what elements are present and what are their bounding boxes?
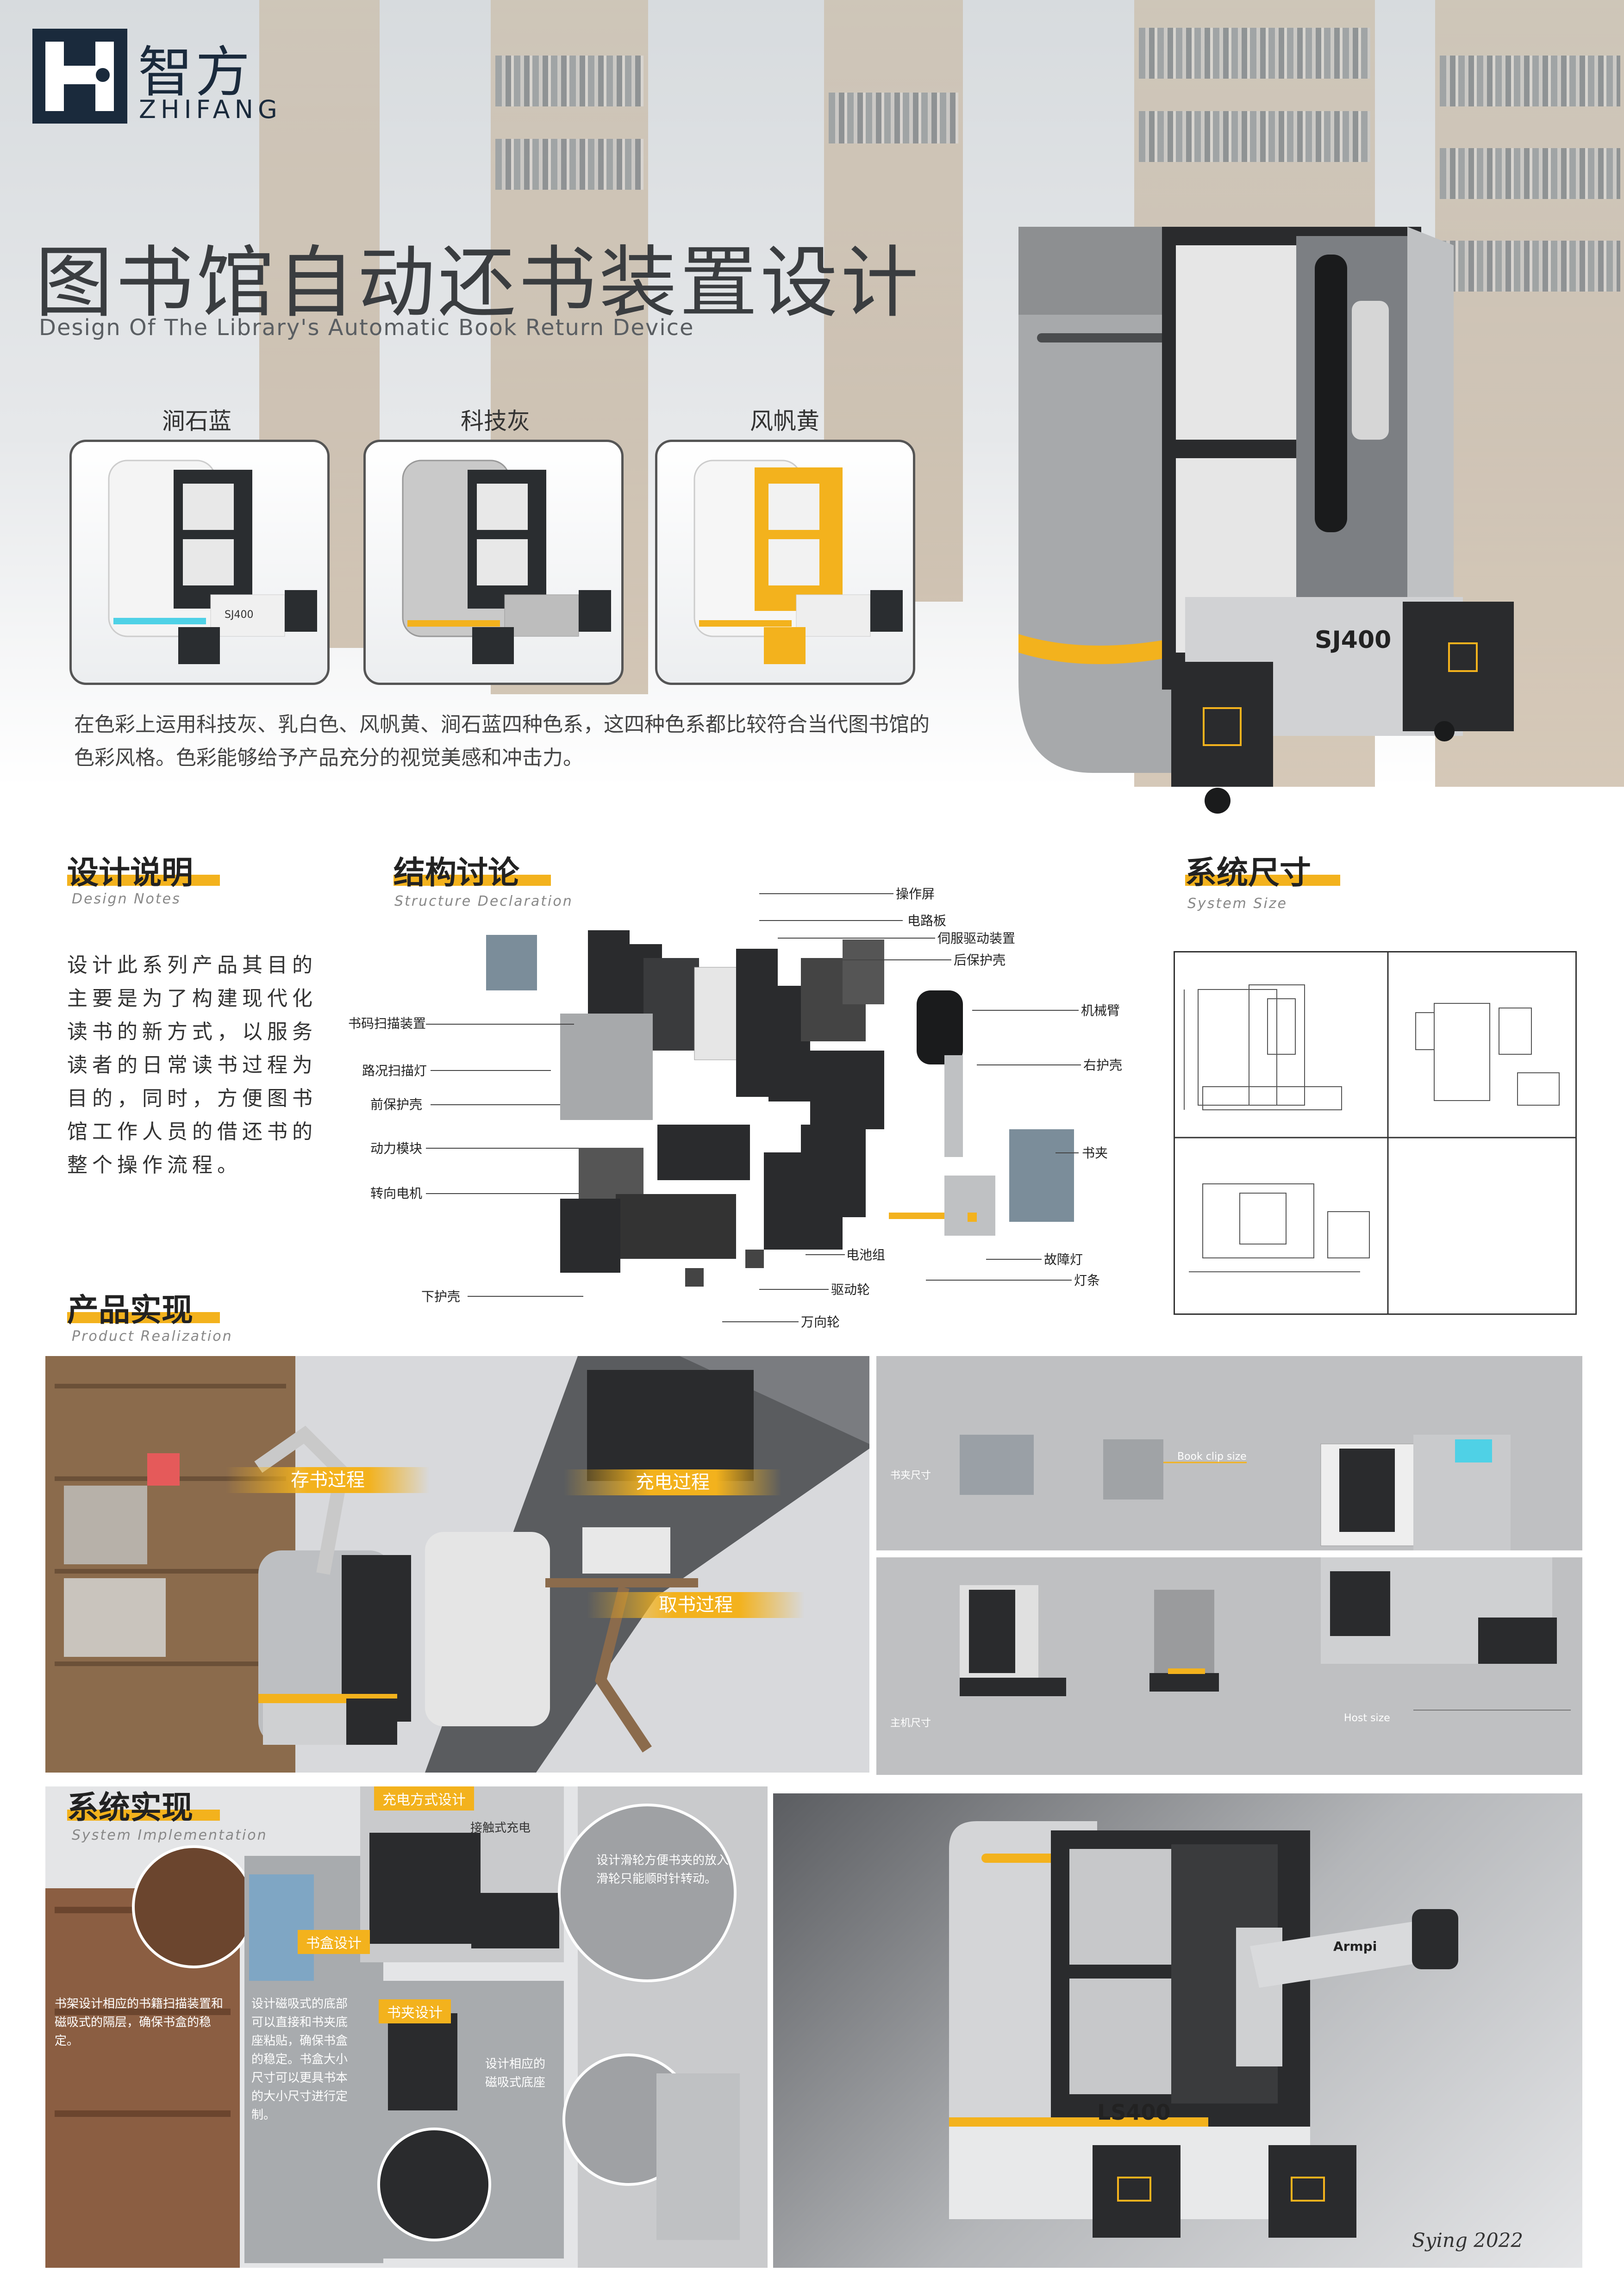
- wheel-note: 设计滑轮方便书夹的放入滑轮只能顺时针转动。: [596, 1854, 729, 1886]
- section-title-structure: 结构讨论: [394, 855, 520, 891]
- part-label: 路况扫描灯: [362, 1063, 427, 1078]
- shelf-note: 书架设计相应的书籍扫描装置和磁吸式的隔层，确保书盒的稳定。: [55, 1997, 224, 2048]
- variant-card-yellow[interactable]: [655, 440, 915, 685]
- box-title: 书盒设计: [298, 1930, 370, 1954]
- section-subtitle-system-implementation: System Implementation: [72, 1827, 268, 1843]
- part-label: 故障灯: [1044, 1252, 1083, 1267]
- ribbon-store: 存书过程: [226, 1467, 430, 1493]
- section-subtitle-product-realization: Product Realization: [72, 1328, 233, 1344]
- section-subtitle-design-notes: Design Notes: [72, 891, 181, 907]
- part-label: 灯条: [1074, 1273, 1100, 1288]
- page-subtitle: Design Of The Library's Automatic Book R…: [39, 315, 694, 341]
- page-title: 图书馆自动还书装置设计: [35, 237, 921, 328]
- box-note: 设计磁吸式的底部可以直接和书夹底座粘贴，确保书盒的稳定。书盒大小尺寸可以更具书本…: [251, 1997, 348, 2122]
- color-intro-text: 在色彩上运用科技灰、乳白色、风帆黄、涧石蓝四种色系，这四种色系都比较符合当代图书…: [74, 713, 930, 770]
- clip-title: 书夹设计: [379, 1999, 451, 2023]
- part-label: 前保护壳: [370, 1097, 423, 1112]
- part-label: 伺服驱动装置: [937, 931, 1016, 946]
- section-title-design-notes: 设计说明: [67, 855, 194, 891]
- variant-label-yellow: 风帆黄: [750, 408, 819, 435]
- ribbon-charge: 充电过程: [564, 1469, 781, 1495]
- section-subtitle-system-size: System Size: [1187, 896, 1287, 912]
- part-label: 下护壳: [421, 1289, 461, 1304]
- part-label: 转向电机: [370, 1186, 423, 1201]
- final-model-label: LS400: [1097, 2100, 1170, 2125]
- host-size-panel: 主机尺寸 Host size: [876, 1557, 1582, 1775]
- part-label: 后保护壳: [954, 952, 1006, 968]
- variant-model-label: SJ400: [225, 609, 253, 621]
- section-subtitle-structure: Structure Declaration: [394, 893, 573, 909]
- exploded-view-diagram: [477, 893, 1125, 1338]
- dim-label-host: Host size: [1344, 1712, 1390, 1724]
- dimension-drawings-grid: [1174, 951, 1577, 1315]
- dim-label-clip: Book clip size: [1177, 1451, 1247, 1462]
- part-label: 操作屏: [896, 886, 935, 902]
- part-label: 机械臂: [1081, 1003, 1120, 1018]
- usage-scene-panel: 存书过程 充电过程 取书过程: [45, 1356, 869, 1773]
- dim-label-body: 主机尺寸: [890, 1717, 931, 1729]
- section-title-product-realization: 产品实现: [67, 1292, 194, 1329]
- variant-card-grey[interactable]: [363, 440, 624, 685]
- part-label: 右护壳: [1083, 1058, 1123, 1073]
- device-render-blue: SJ400: [108, 460, 317, 664]
- brand-name-en: ZHIFANG: [139, 95, 282, 124]
- arm-label: Armpi: [1333, 1939, 1377, 1954]
- design-notes-text: 设计此系列产品其目的主要是为了构建现代化读书的新方式，以服务读者的日常读书过程为…: [67, 953, 317, 1177]
- clip-note: 设计相应的磁吸式底座: [485, 2057, 546, 2090]
- part-label: 万向轮: [801, 1314, 840, 1330]
- logo-mark: [32, 29, 127, 124]
- signature: Sying 2022: [1412, 2229, 1523, 2252]
- variant-label-blue: 涧石蓝: [162, 408, 231, 435]
- brand-name-cn: 智方: [138, 40, 253, 104]
- part-label: 书码扫描装置: [348, 1016, 426, 1031]
- variant-label-grey: 科技灰: [461, 408, 530, 435]
- section-title-system-size: 系统尺寸: [1185, 855, 1312, 891]
- part-label: 动力模块: [370, 1141, 423, 1156]
- device-render-grey: [402, 460, 611, 664]
- final-render-panel: LS400 Armpi Sying 2022: [773, 1793, 1582, 2268]
- charge-title: 充电方式设计: [374, 1786, 474, 1811]
- variant-card-blue[interactable]: SJ400: [69, 440, 330, 685]
- hero-device-render: SJ400: [1000, 218, 1514, 819]
- dim-label-box: 书夹尺寸: [890, 1470, 931, 1481]
- part-label: 驱动轮: [831, 1282, 870, 1297]
- device-render-yellow: [693, 460, 903, 664]
- ribbon-take: 取书过程: [587, 1592, 805, 1618]
- part-label: 电路板: [907, 913, 947, 928]
- part-label: 电池组: [846, 1247, 886, 1263]
- part-label: 书夹: [1082, 1145, 1108, 1161]
- system-implementation-panel: 书架设计相应的书籍扫描装置和磁吸式的隔层，确保书盒的稳定。 充电方式设计 接触式…: [45, 1786, 768, 2268]
- charge-note: 接触式充电: [470, 1821, 531, 1835]
- hero-model-label: SJ400: [1315, 626, 1391, 654]
- section-title-system-implementation: 系统实现: [67, 1790, 194, 1826]
- clip-size-panel: 书夹尺寸 Book clip size: [876, 1356, 1582, 1550]
